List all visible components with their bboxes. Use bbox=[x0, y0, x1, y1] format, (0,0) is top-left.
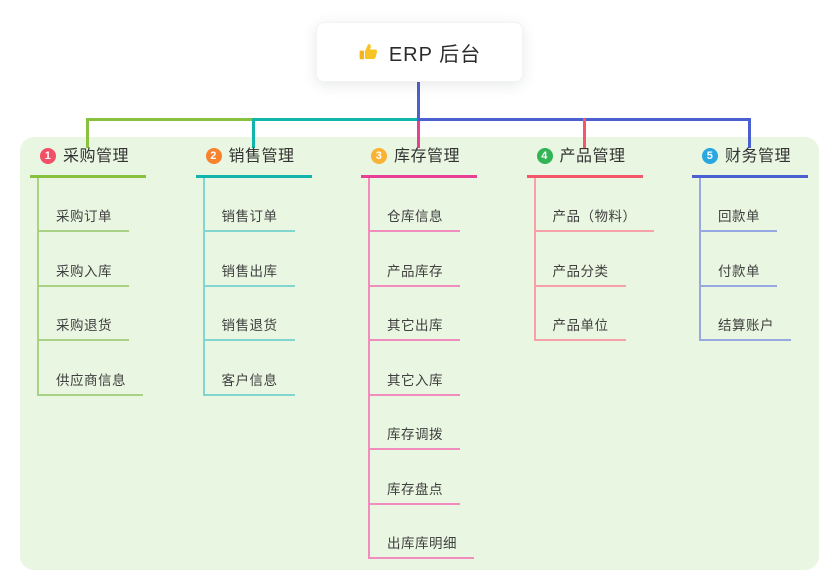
mindmap-leaf-item[interactable]: 销售退货 bbox=[202, 317, 295, 341]
branch-title-5[interactable]: 5 财务管理 bbox=[692, 145, 808, 178]
mindmap-leaf-item[interactable]: 其它入库 bbox=[368, 372, 460, 396]
mindmap-leaf-item[interactable]: 产品单位 bbox=[533, 317, 626, 341]
mindmap-leaf-item[interactable]: 产品库存 bbox=[368, 263, 460, 287]
branch-drop-line bbox=[417, 121, 420, 148]
mindmap-leaf-item[interactable]: 销售订单 bbox=[202, 208, 295, 232]
mindmap-leaf-item[interactable]: 其它出库 bbox=[368, 317, 460, 341]
mindmap-leaf-item[interactable]: 出库库明细 bbox=[368, 535, 474, 559]
mindmap-leaf-item[interactable]: 采购退货 bbox=[37, 317, 129, 341]
branch-number-badge: 5 bbox=[702, 148, 718, 164]
branch-trunk-line bbox=[368, 178, 370, 559]
branch-drop-line bbox=[86, 118, 89, 148]
root-node[interactable]: ERP 后台 bbox=[316, 22, 523, 82]
mindmap-leaf-item[interactable]: 库存调拨 bbox=[368, 426, 460, 450]
mindmap-leaf-item[interactable]: 供应商信息 bbox=[37, 372, 143, 396]
mindmap-leaf-item[interactable]: 仓库信息 bbox=[368, 208, 460, 232]
mindmap-leaf-item[interactable]: 产品分类 bbox=[533, 263, 626, 287]
mindmap-leaf-item[interactable]: 库存盘点 bbox=[368, 481, 460, 505]
mindmap-leaf-item[interactable]: 客户信息 bbox=[202, 372, 295, 396]
branch-title-label: 库存管理 bbox=[394, 148, 461, 165]
branch-title-label: 销售管理 bbox=[228, 148, 295, 165]
mindmap-leaf-item[interactable]: 付款单 bbox=[699, 263, 777, 287]
branches-panel bbox=[20, 137, 819, 570]
branch-number-badge: 1 bbox=[40, 148, 56, 164]
branch-trunk-line bbox=[533, 178, 536, 341]
mindmap-leaf-item[interactable]: 销售出库 bbox=[202, 263, 295, 287]
branch-number-badge: 3 bbox=[371, 148, 387, 164]
branch-title-label: 采购管理 bbox=[63, 148, 130, 165]
branch-trunk-line bbox=[699, 178, 701, 341]
branch-trunk-line bbox=[202, 178, 205, 396]
branch-bus-line bbox=[251, 118, 420, 121]
branch-number-badge: 4 bbox=[536, 148, 553, 164]
mindmap-leaf-item[interactable]: 结算账户 bbox=[699, 317, 791, 341]
branch-drop-line bbox=[748, 118, 751, 148]
branch-title-1[interactable]: 1 采购管理 bbox=[30, 145, 146, 178]
mindmap-leaf-item[interactable]: 产品（物料） bbox=[533, 208, 654, 232]
mindmap-leaf-item[interactable]: 采购订单 bbox=[37, 208, 129, 232]
branch-drop-line bbox=[582, 118, 586, 148]
branch-bus-line bbox=[86, 118, 255, 121]
branch-title-2[interactable]: 2 销售管理 bbox=[195, 145, 312, 178]
root-connector-line bbox=[417, 82, 420, 119]
thumbs-up-icon bbox=[358, 41, 380, 63]
branch-number-badge: 2 bbox=[205, 148, 222, 164]
branch-title-label: 财务管理 bbox=[725, 148, 792, 165]
branch-title-3[interactable]: 3 库存管理 bbox=[361, 145, 477, 178]
branch-drop-line bbox=[251, 118, 255, 148]
root-label: ERP 后台 bbox=[388, 43, 482, 66]
branch-trunk-line bbox=[37, 178, 39, 396]
mindmap-leaf-item[interactable]: 回款单 bbox=[699, 208, 777, 232]
branch-title-label: 产品管理 bbox=[559, 148, 626, 165]
mindmap-leaf-item[interactable]: 采购入库 bbox=[37, 263, 129, 287]
branch-title-4[interactable]: 4 产品管理 bbox=[526, 145, 643, 178]
